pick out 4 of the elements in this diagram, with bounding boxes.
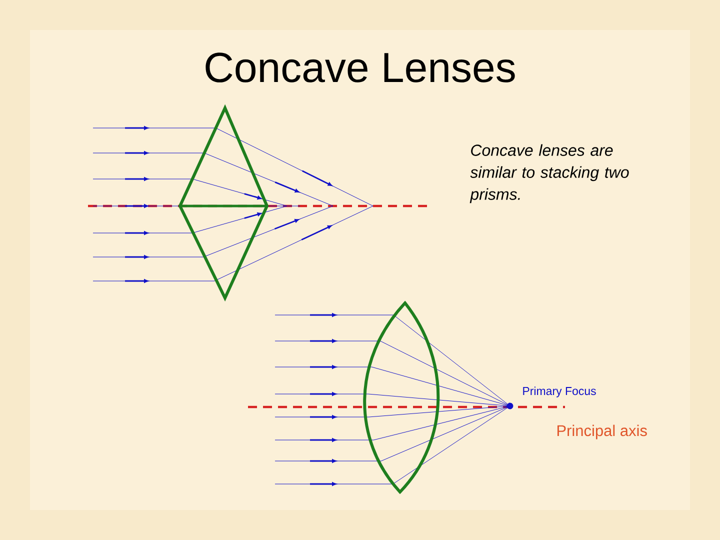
title: Concave Lenses — [206, 52, 515, 82]
focus-label: Primary Focus — [523, 386, 596, 398]
axis-label: Principal axis — [557, 424, 647, 440]
description-text: Concave lenses are similar to stacking two prisms. — [470, 144, 629, 204]
